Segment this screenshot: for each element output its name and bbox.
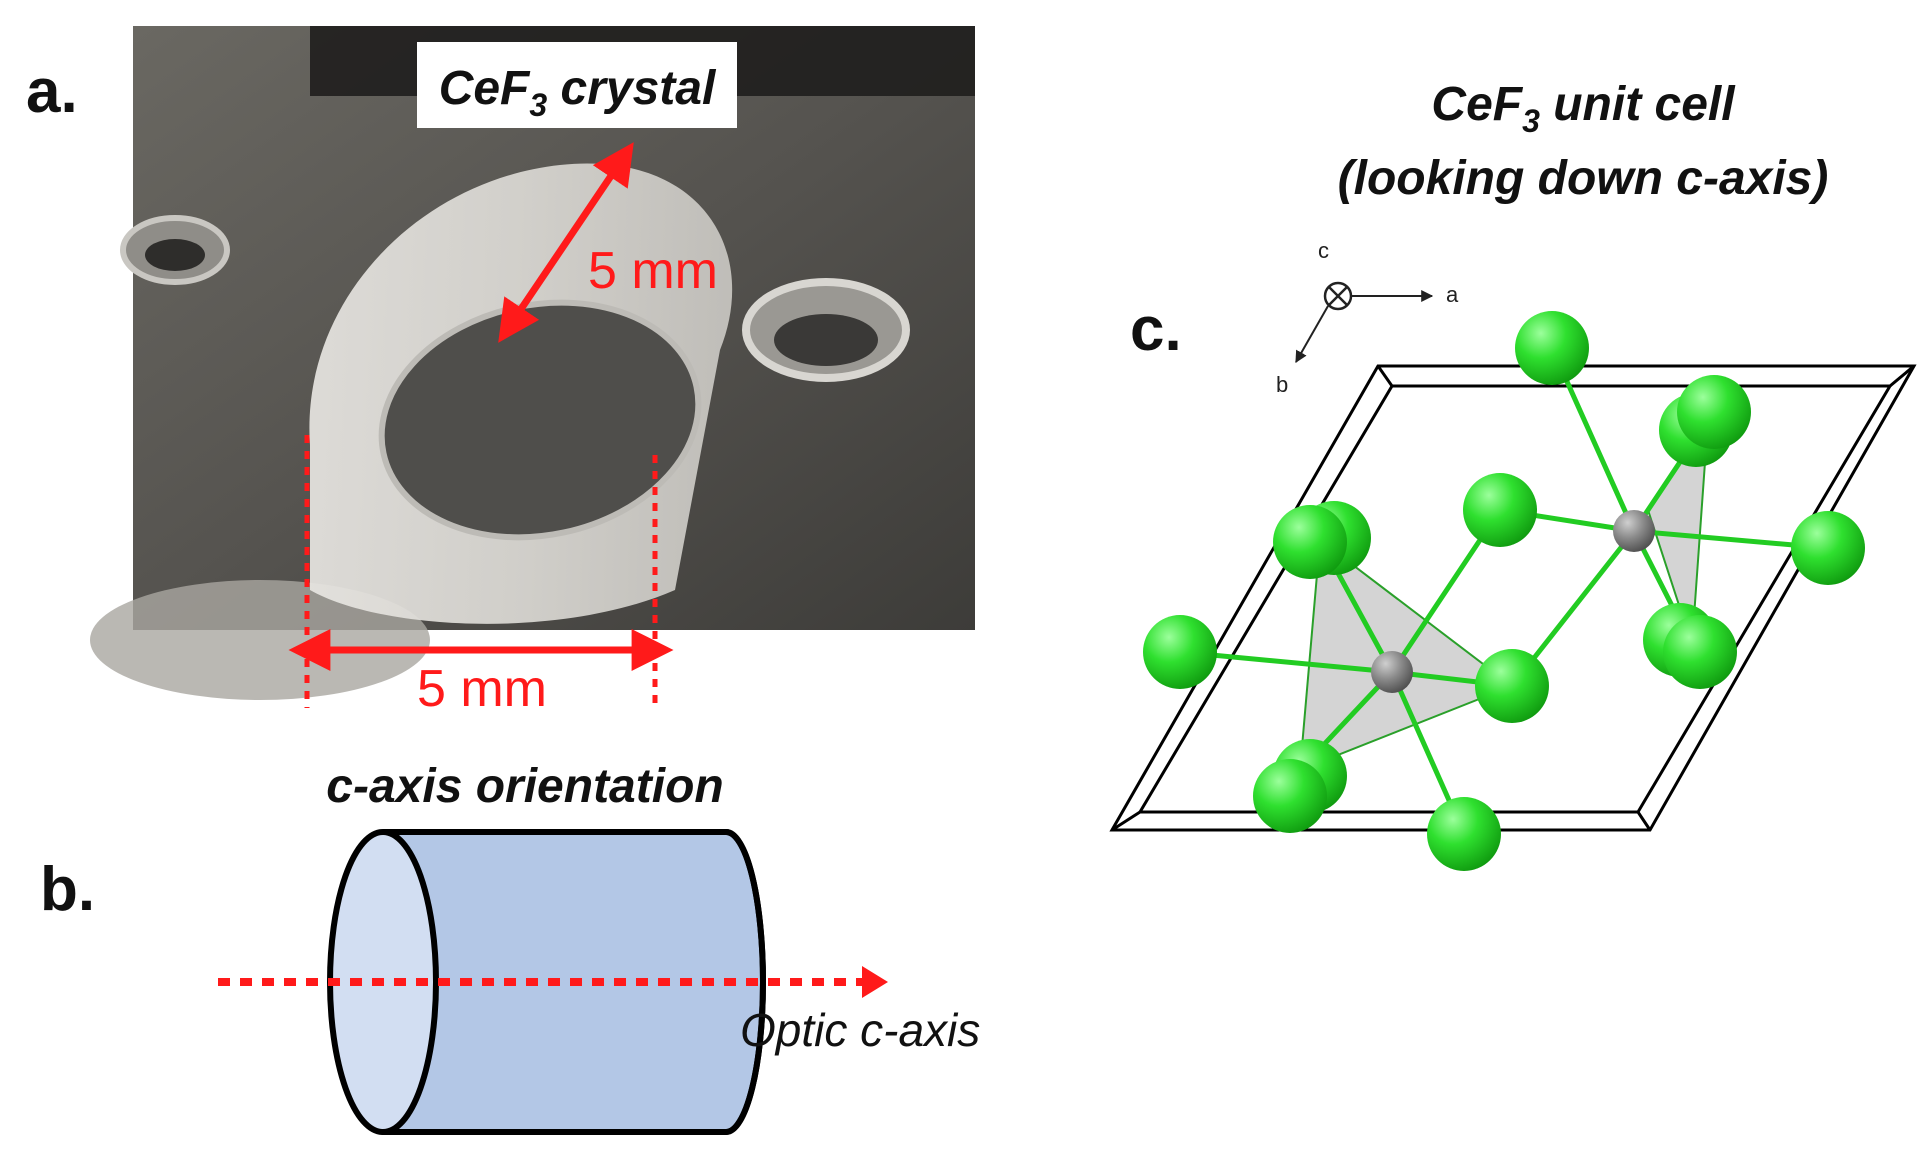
unit-cell-frame [1109,364,1917,832]
diameter-label: 5 mm [588,242,718,300]
cerium-atom [1371,651,1413,693]
fluorine-atom [1143,615,1217,689]
axis-label-b: b [1276,372,1288,397]
fluorine-atom [1463,473,1537,547]
crystal-label: CeF3 crystal [439,62,717,123]
fluorine-atom [1663,615,1737,689]
fluorine-atom [1677,375,1751,449]
optic-axis-label: Optic c-axis [740,1004,980,1056]
axis-label-a: a [1446,282,1459,307]
fluorine-atom [1475,649,1549,723]
fluorine-atom [1253,759,1327,833]
fluorine-atom [1273,505,1347,579]
fluorine-atom [1515,311,1589,385]
axis-label-c: c [1318,238,1329,263]
fluorine-atoms [1143,311,1865,871]
cerium-atoms [1371,510,1655,693]
optic-axis-arrowhead [862,966,888,998]
panel-c-label: c. [1130,295,1182,364]
panel-a-label: a. [26,57,78,126]
cerium-atom [1613,510,1655,552]
diameter-arrow [498,142,634,343]
fluorine-atom [1427,797,1501,871]
unit-cell-title-line1: CeF3 unit cell [1431,78,1736,139]
axis-indicator: c a b [1276,238,1459,397]
unit-cell-title-line2: (looking down c-axis) [1338,152,1829,205]
length-label: 5 mm [417,660,547,718]
orientation-title: c-axis orientation [326,760,723,813]
fluorine-atom [1791,511,1865,585]
panel-b-label: b. [40,855,95,924]
crystal-photo [90,26,975,700]
